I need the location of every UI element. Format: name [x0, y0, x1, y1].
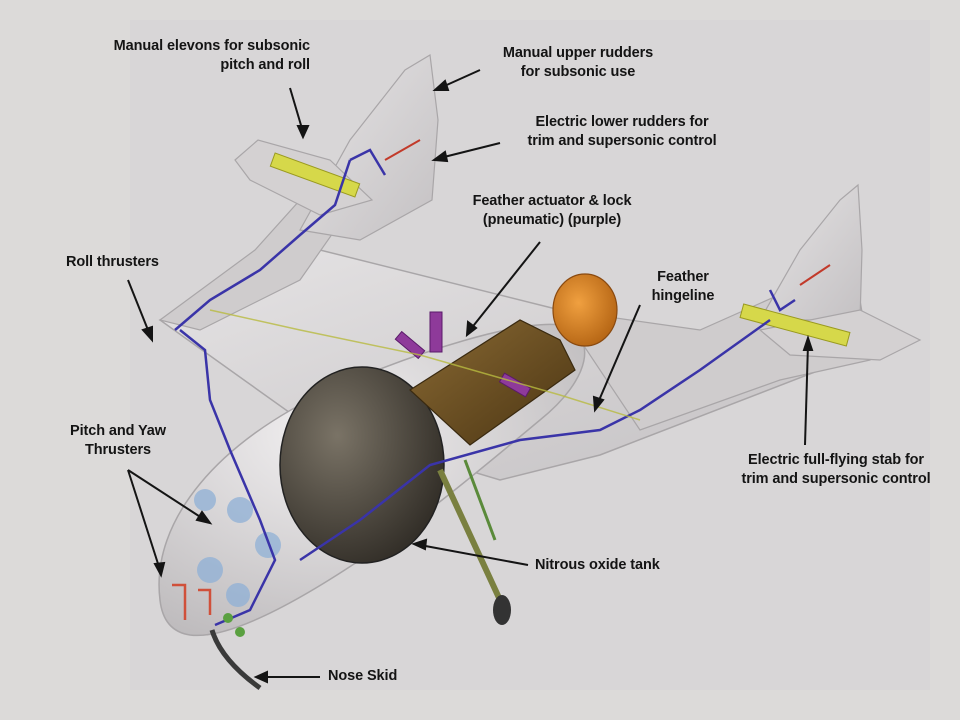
nose-gear-green	[223, 613, 245, 637]
main-landing-gear	[437, 459, 511, 625]
cabin-windows	[194, 489, 281, 607]
label-feather-hingeline: Feather hingeline	[651, 269, 715, 304]
label-nitrous-tank: Nitrous oxide tank	[535, 557, 660, 573]
rocket-nozzle	[552, 273, 618, 347]
label-nose-skid: Nose Skid	[328, 668, 398, 684]
trim-lines	[209, 309, 641, 421]
pitch-yaw-thrusters	[172, 583, 212, 620]
label-stab: Electric full-flying stab for trim and s…	[741, 452, 931, 487]
nose-skid	[209, 629, 262, 691]
rocket-motor-case	[409, 319, 576, 446]
label-feather-actuator: Feather actuator & lock (pneumatic) (pur…	[472, 193, 632, 228]
label-lower-rudders: Electric lower rudders for trim and supe…	[527, 114, 717, 149]
label-roll-thrusters: Roll thrusters	[66, 254, 159, 270]
callout-arrows	[127, 69, 814, 684]
feather-actuators	[394, 311, 532, 398]
control-lines	[174, 148, 796, 627]
label-pitch-yaw-thrusters: Pitch and Yaw Thrusters	[70, 423, 166, 458]
label-elevons: Manual elevons for subsonic pitch and ro…	[113, 38, 310, 73]
label-upper-rudders: Manual upper rudders for subsonic use	[502, 45, 654, 80]
red-lines	[384, 139, 831, 286]
nitrous-oxide-tank	[279, 366, 445, 564]
yellow-actuators	[269, 152, 851, 347]
